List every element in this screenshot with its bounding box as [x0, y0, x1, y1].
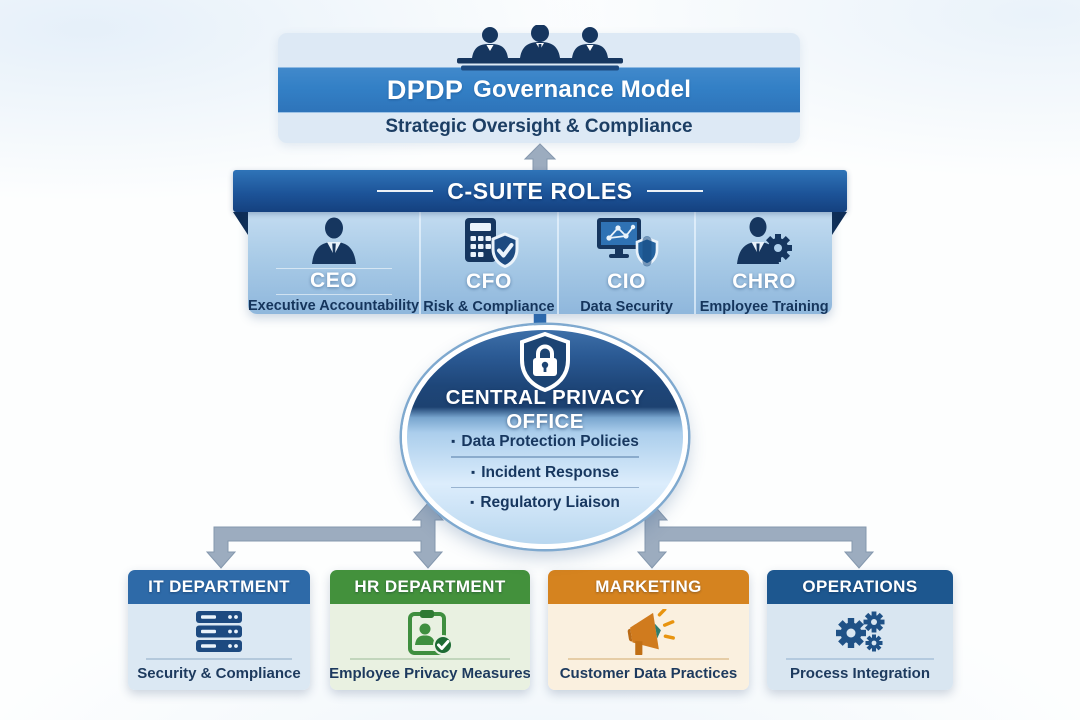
dept-divider: [350, 658, 510, 660]
person-gear-icon: [734, 216, 794, 268]
role-ceo: CEO Executive Accountability: [248, 212, 419, 314]
dept-label: Security & Compliance: [137, 664, 301, 682]
role-label: Employee Training: [699, 299, 829, 315]
list-item: ▪Data Protection Policies: [451, 433, 639, 450]
central-office-list: ▪Data Protection Policies ▪Incident Resp…: [445, 428, 645, 516]
governance-title-band: DPDP Governance Model: [278, 67, 800, 113]
role-label: Risk & Compliance: [423, 299, 555, 315]
role-label: Data Security: [580, 299, 673, 315]
clipboard-person-icon: [403, 609, 457, 655]
role-divider: [275, 268, 392, 269]
dept-header: IT DEPARTMENT: [128, 570, 310, 604]
board-people-icon: [457, 25, 623, 71]
csuite-roles-panel: CEO Executive Accountability: [248, 212, 832, 315]
dept-body: Process Integration: [767, 604, 953, 690]
dept-divider: [146, 658, 292, 660]
role-abbr: CEO: [310, 268, 358, 292]
list-divider: [451, 486, 639, 488]
dept-divider: [568, 658, 729, 660]
governance-subtitle: Strategic Oversight & Compliance: [385, 116, 693, 137]
role-divider: [275, 293, 392, 294]
right-branch-connector: [635, 502, 875, 569]
dept-label: Process Integration: [789, 664, 931, 682]
list-item: ▪Incident Response: [470, 463, 620, 481]
executive-person-icon: [308, 216, 360, 266]
central-office-title: CENTRAL PRIVACY OFFICE: [445, 386, 645, 433]
bullet-icon: ▪: [451, 434, 456, 448]
list-divider: [451, 456, 639, 458]
list-item: ▪Regulatory Liaison: [470, 494, 620, 511]
megaphone-icon: [619, 609, 679, 655]
server-stack-icon: [191, 609, 247, 655]
dept-label: Employee Privacy Measures: [330, 664, 530, 682]
ribbon-rule-right: [646, 189, 703, 193]
role-cfo: CFO Risk & Compliance: [419, 212, 557, 315]
role-chro: CHRO Employee Training: [694, 212, 832, 315]
title-rest: Governance Model: [473, 76, 692, 103]
dept-body: Customer Data Practices: [548, 604, 749, 690]
bullet-icon: ▪: [470, 464, 476, 479]
dept-header: OPERATIONS: [767, 570, 953, 604]
title-strong: DPDP: [386, 74, 464, 105]
shield-lock-icon: [520, 332, 570, 392]
role-abbr: CIO: [607, 270, 646, 293]
dept-marketing: MARKETING: [548, 570, 749, 690]
dept-header: HR DEPARTMENT: [330, 570, 530, 604]
dept-it: IT DEPARTMENT Security & Com: [128, 570, 310, 690]
csuite-header-ribbon: C-SUITE ROLES: [233, 170, 847, 212]
role-label: Executive Accountability: [248, 298, 420, 314]
governance-model-box: DPDP Governance Model Strategic Oversigh…: [278, 33, 800, 143]
dept-body: Employee Privacy Measures: [330, 604, 530, 690]
role-abbr: CHRO: [732, 270, 797, 293]
dept-operations: OPERATIONS: [767, 570, 953, 690]
dept-hr: HR DEPARTMENT Employee Privacy Measures: [330, 570, 530, 690]
dept-divider: [785, 658, 935, 660]
central-privacy-office: CENTRAL PRIVACY OFFICE ▪Data Protection …: [402, 325, 688, 549]
role-abbr: CFO: [466, 270, 512, 293]
calculator-shield-icon: [459, 216, 519, 268]
ribbon-rule-left: [377, 189, 434, 193]
left-branch-connector: [205, 502, 445, 569]
monitor-network-shield-icon: [595, 216, 659, 268]
gears-icon: [831, 609, 889, 655]
bullet-icon: ▪: [470, 495, 475, 509]
csuite-title: C-SUITE ROLES: [447, 177, 633, 204]
role-cio: CIO Data Security: [556, 212, 695, 315]
dept-label: Customer Data Practices: [559, 664, 738, 682]
dept-body: Security & Compliance: [128, 604, 310, 690]
dept-header: MARKETING: [548, 570, 749, 604]
